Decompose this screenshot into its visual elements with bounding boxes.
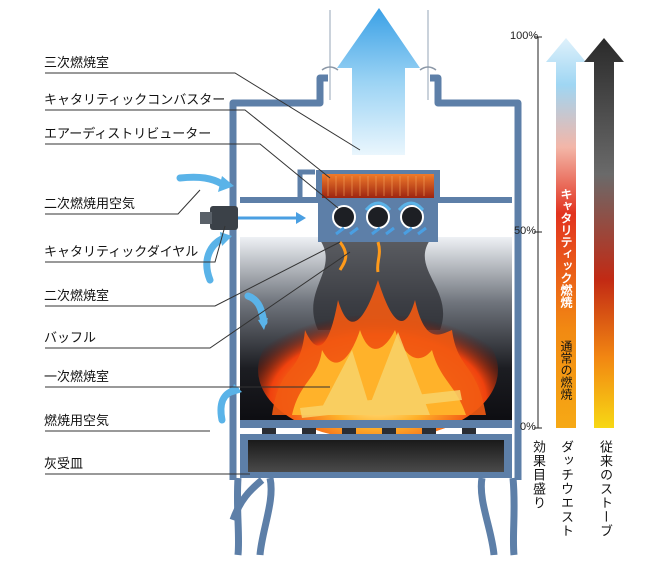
dutchwest-normal-label: 通常の燃焼	[559, 340, 573, 400]
label-air-distributor: エアーディストリビューター	[44, 127, 212, 142]
air-distributor	[318, 201, 438, 242]
label-baffle: バッフル	[44, 331, 97, 346]
scale-caption: 効果目盛り	[530, 440, 545, 510]
label-catalytic-combustor: キャタリティックコンバスター	[44, 93, 226, 108]
label-ash-pan: 灰受皿	[44, 457, 84, 472]
label-catalytic-dial: キャタリティックダイヤル	[44, 245, 199, 260]
grate	[240, 420, 512, 434]
conventional-bar	[584, 38, 624, 428]
stove-legs	[233, 477, 518, 556]
leader-lines	[45, 72, 361, 475]
conventional-caption: 従来のストーブ	[597, 440, 612, 538]
catalytic-combustor	[316, 170, 440, 202]
effect-scale	[534, 36, 542, 429]
scale-tick-50: 50%	[514, 225, 537, 237]
dutchwest-caption: ダッチウエスト	[558, 440, 573, 538]
label-tertiary-chamber: 三次燃焼室	[44, 56, 110, 71]
label-primary-chamber: 一次燃焼室	[44, 370, 110, 385]
scale-tick-100: 100%	[510, 30, 539, 42]
ash-pan	[240, 434, 512, 478]
catalytic-dial	[200, 206, 306, 230]
fire	[258, 280, 498, 440]
chimney	[321, 10, 437, 100]
dutchwest-catalytic-label: キャタリティック燃焼	[559, 188, 573, 308]
label-combustion-air: 燃焼用空気	[44, 414, 110, 429]
label-secondary-chamber: 二次燃焼室	[44, 289, 110, 304]
label-secondary-air: 二次燃焼用空気	[44, 197, 136, 212]
scale-tick-0: 0%	[520, 421, 536, 433]
dutchwest-bar	[546, 38, 586, 428]
secondary-flame	[338, 241, 381, 273]
exhaust-arrow	[337, 8, 420, 155]
